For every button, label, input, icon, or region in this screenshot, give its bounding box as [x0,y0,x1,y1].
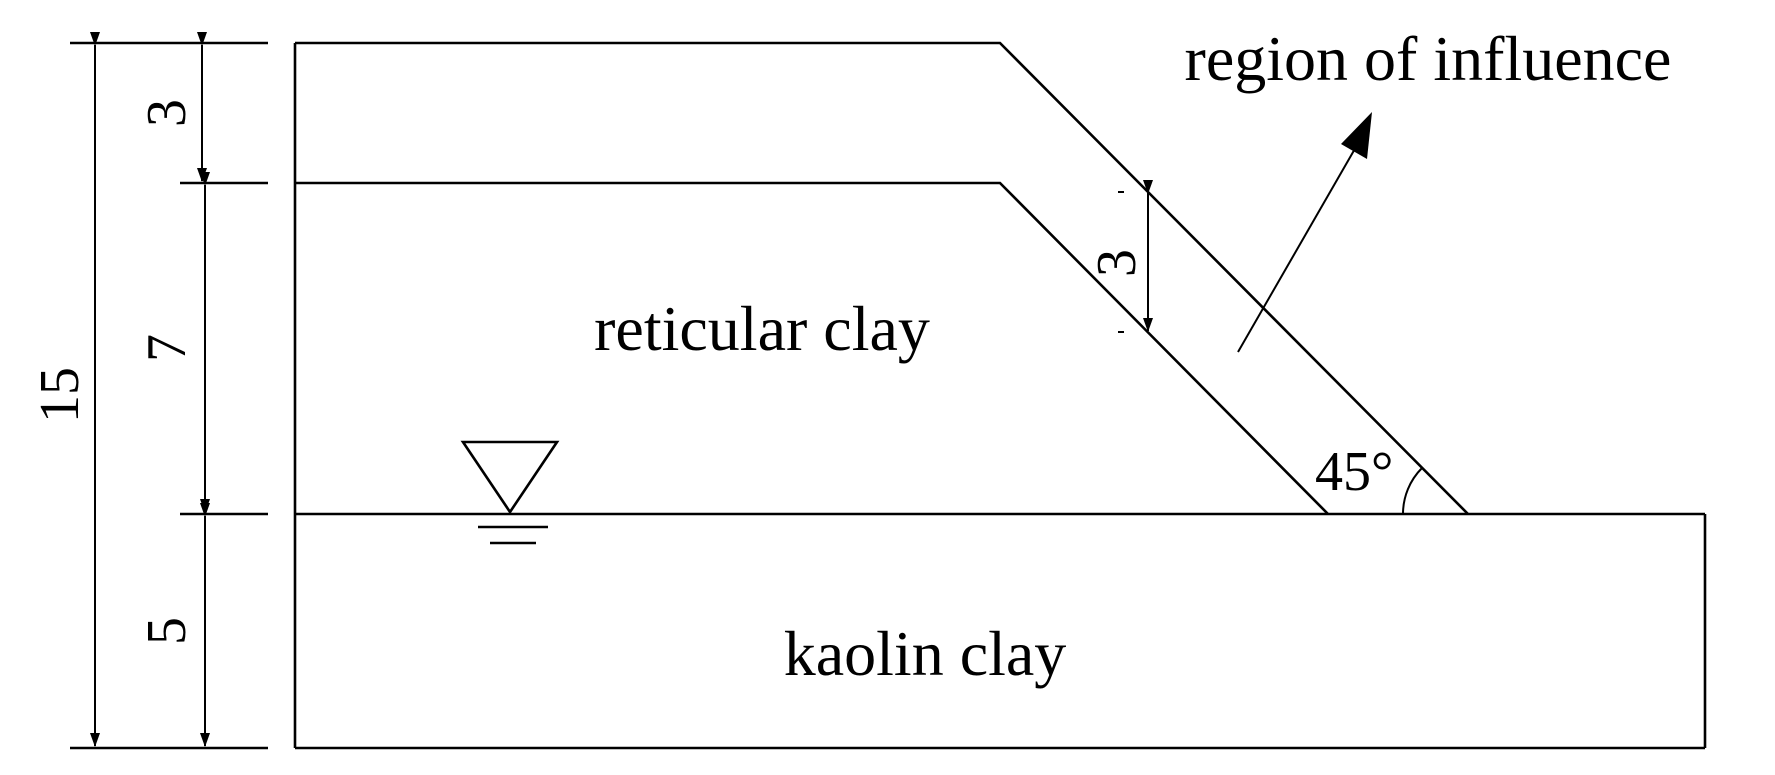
dimension-band-width-label: 3 [1086,249,1148,277]
region-of-influence-callout: region of influence [1185,23,1672,353]
dimension-top-layer-label: 3 [136,99,198,127]
slope-angle-label: 45° [1315,441,1393,503]
dimension-top-layer: 3 [136,32,207,182]
dimension-bottom-layer-label: 5 [136,617,198,645]
region-inner-boundary-line [295,181,1329,515]
reticular-clay-label: reticular clay [594,293,930,364]
region-arrowhead [1341,112,1372,159]
dimension-total-label: 15 [29,367,91,423]
dimension-middle-layer: 7 [136,172,210,513]
water-table-symbol [460,440,560,545]
dimension-total: 15 [29,32,100,747]
ground-surface-line [295,41,1469,515]
soil-profile [293,41,1707,750]
slope-angle: 45° [1315,441,1423,515]
dimension-bottom-layer: 5 [136,503,210,747]
extension-lines [70,41,268,750]
dimension-band-width: 3 [1086,180,1153,333]
kaolin-clay-label: kaolin clay [784,618,1067,689]
region-of-influence-label: region of influence [1185,23,1672,94]
dimension-middle-layer-label: 7 [136,334,198,362]
